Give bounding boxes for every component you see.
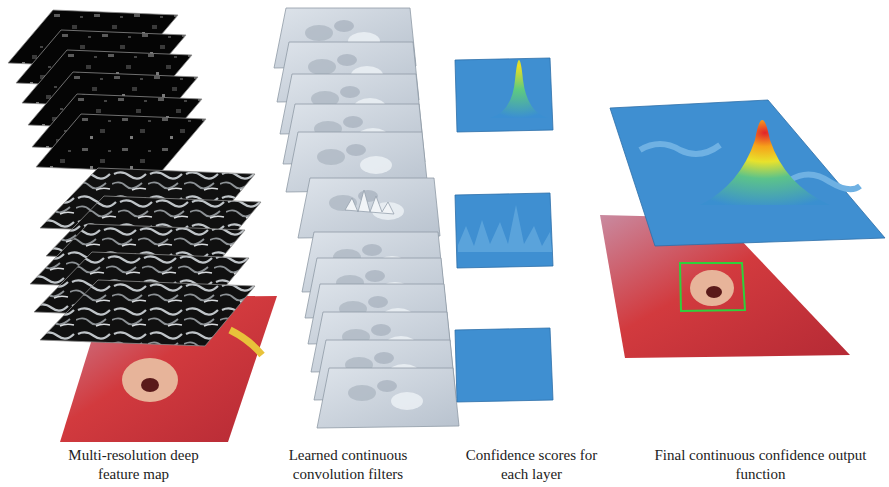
layer-score-3 bbox=[455, 328, 553, 402]
panel-caption: Learned continuous convolution filters bbox=[263, 446, 433, 484]
panel-caption: Final continuous confidence output funct… bbox=[653, 446, 868, 484]
coarse-feature-maps bbox=[8, 10, 206, 172]
target-box bbox=[680, 263, 745, 311]
spiky-filter bbox=[345, 190, 394, 214]
fine-feature-maps bbox=[30, 168, 261, 346]
layer-score-2 bbox=[455, 193, 553, 268]
face bbox=[690, 270, 734, 306]
mouth bbox=[141, 378, 159, 392]
panel-caption: Multi-resolution deep feature map bbox=[46, 446, 221, 484]
filter-stack bbox=[274, 8, 459, 428]
mouth bbox=[706, 286, 722, 298]
panel-caption: Confidence scores for each layer bbox=[464, 446, 599, 484]
final-score-surface bbox=[610, 100, 885, 246]
face bbox=[122, 358, 178, 402]
layer-score-1 bbox=[455, 58, 553, 132]
sleeve bbox=[230, 330, 262, 355]
